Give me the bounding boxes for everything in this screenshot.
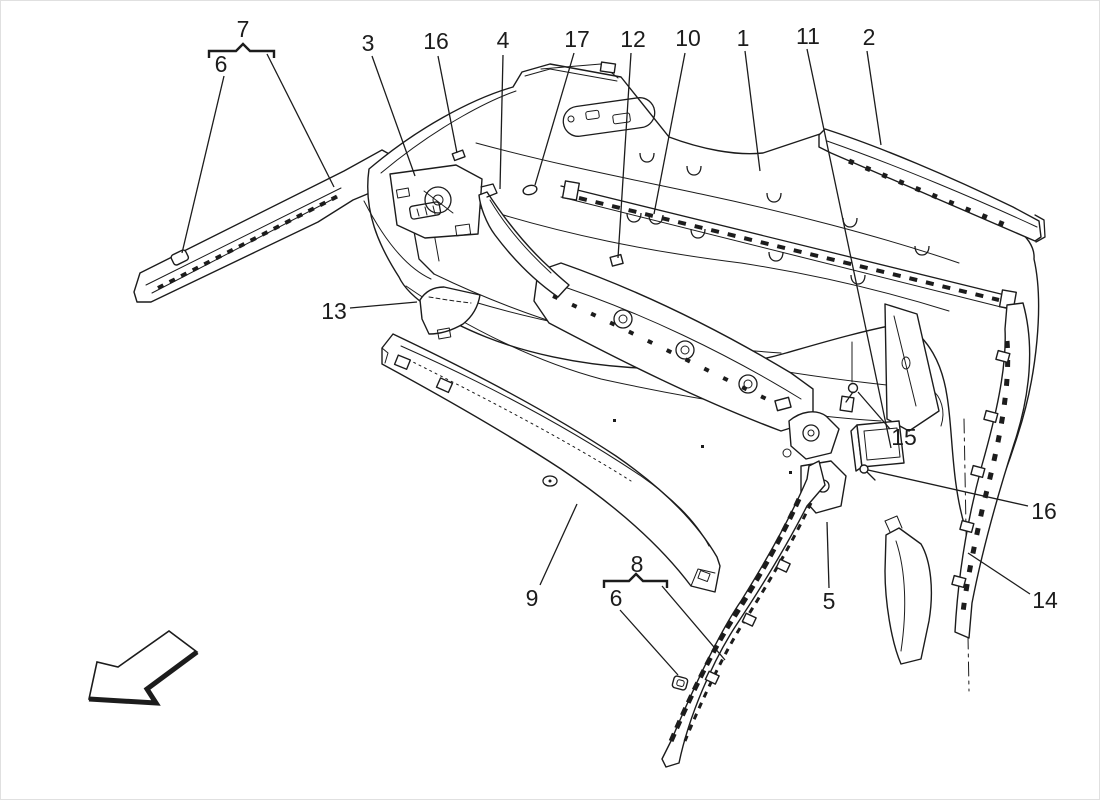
part-bracket-3 <box>389 164 483 239</box>
callout-label-13-11: 13 <box>321 298 347 324</box>
clip-17-target <box>522 184 538 196</box>
callout-leader-15-16 <box>857 391 891 430</box>
callout-label-4-4: 4 <box>497 27 510 53</box>
callout-leader-5-15 <box>826 521 830 589</box>
part-bracket-13 <box>419 286 481 340</box>
part-skirt-9 <box>381 333 721 593</box>
callout-leader-14-18 <box>967 552 1031 595</box>
callout-label-17-5: 17 <box>564 26 590 52</box>
screw-15 <box>845 341 859 403</box>
callout-leader-11-9 <box>806 48 892 449</box>
clip-6-target-top <box>170 249 190 266</box>
group-bracket-tail-8 <box>661 585 726 661</box>
callout-label-7-0: 7 <box>237 16 250 42</box>
callout-label-16-3: 16 <box>423 28 449 54</box>
callout-leader-2-10 <box>866 50 882 146</box>
callout-label-1-8: 1 <box>737 25 750 51</box>
part-corner-strip-14 <box>884 302 1031 692</box>
part-top-trim-strip <box>818 128 1046 243</box>
callout-leader-6-14 <box>619 609 679 676</box>
callout-leader-4-4 <box>499 54 504 190</box>
callout-label-14-18: 14 <box>1032 587 1058 613</box>
callout-label-9-12: 9 <box>526 585 539 611</box>
part-side-bracket-11 <box>884 303 940 432</box>
callout-label-6-1: 6 <box>215 51 228 77</box>
group-bracket-7 <box>207 42 276 58</box>
callout-leader-13-11 <box>349 301 418 309</box>
screw-16 <box>859 464 876 481</box>
callout-label-12-6: 12 <box>620 26 646 52</box>
callout-leader-17-5 <box>534 52 575 186</box>
callout-label-8-13: 8 <box>631 551 644 577</box>
callout-leader-3-2 <box>371 55 416 177</box>
callout-leader-12-6 <box>617 52 632 259</box>
part-tow-bracket-cluster <box>774 341 905 514</box>
callout-leader-6-1 <box>181 75 225 254</box>
callout-label-16-17: 16 <box>1031 498 1057 524</box>
part-inner-mounting-rail <box>560 180 1017 310</box>
callout-label-10-7: 10 <box>675 25 701 51</box>
callout-leader-16-3 <box>437 55 458 154</box>
part-strut-4 <box>478 183 570 298</box>
callout-label-5-15: 5 <box>823 588 836 614</box>
callout-leader-9-12 <box>539 503 578 586</box>
callout-label-15-16: 15 <box>891 424 917 450</box>
callout-label-6-14: 6 <box>610 585 623 611</box>
part-side-rail-5 <box>661 460 826 768</box>
callout-leader-16-17 <box>867 469 1029 507</box>
part-left-trim-rail <box>133 149 393 303</box>
callout-label-2-10: 2 <box>863 24 876 50</box>
clip-12-target <box>609 253 624 267</box>
callout-leader-1-8 <box>744 50 761 172</box>
callout-label-11-9: 11 <box>796 23 820 49</box>
group-bracket-tail-7 <box>266 53 335 188</box>
callout-leader-10-7 <box>653 52 686 215</box>
direction-arrow-shadow-edge <box>88 649 199 706</box>
clip-6-target-bottom <box>671 675 689 691</box>
group-bracket-8 <box>602 572 669 588</box>
callout-label-3-2: 3 <box>362 30 375 56</box>
